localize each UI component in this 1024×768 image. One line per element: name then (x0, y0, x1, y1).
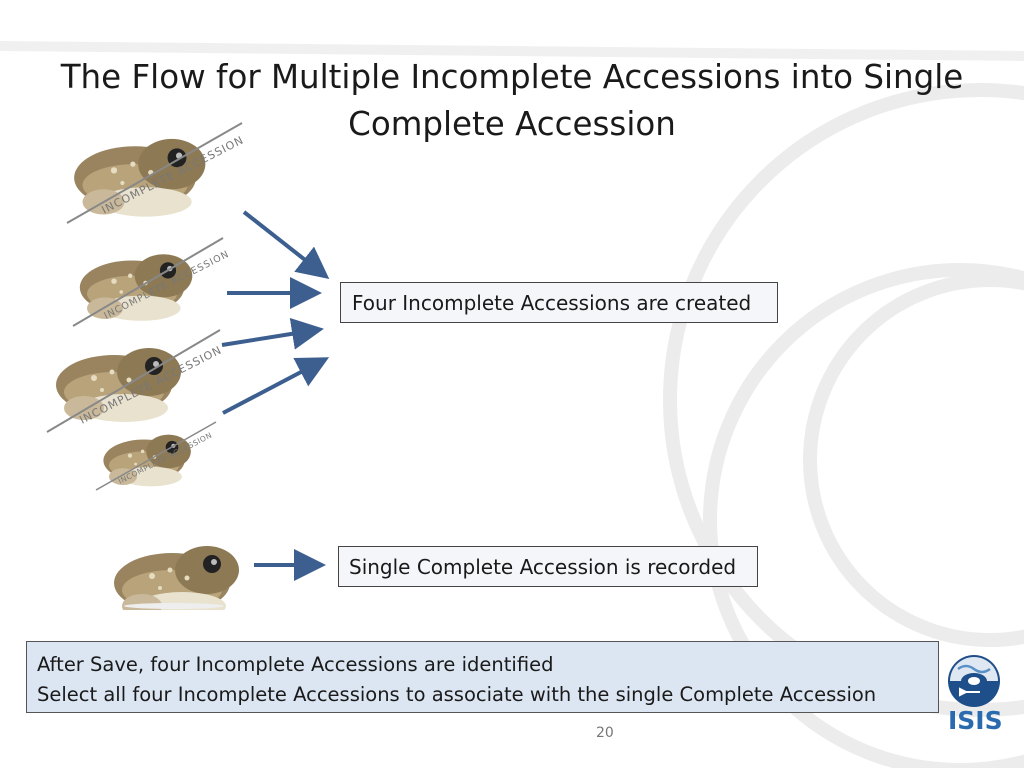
note-line-2: Select all four Incomplete Accessions to… (37, 683, 877, 706)
title-line-2: Complete Accession (348, 105, 676, 143)
complete-frog (114, 546, 239, 610)
incomplete-accessions-box: Four Incomplete Accessions are created (340, 282, 778, 323)
arrow-4 (222, 357, 330, 415)
incomplete-frog-4: INCOMPLETE ACCESSION (95, 421, 217, 491)
logo-text: ISIS (948, 706, 1003, 735)
page-number: 20 (596, 725, 614, 741)
title-line-1: The Flow for Multiple Incomplete Accessi… (60, 58, 964, 96)
arrow-1 (242, 210, 330, 279)
slide-title: The Flow for Multiple Incomplete Accessi… (40, 54, 984, 148)
arrow-3 (221, 317, 324, 350)
incomplete-frog-2: INCOMPLETE ACCESSION (72, 237, 228, 327)
note-line-1: After Save, four Incomplete Accessions a… (37, 653, 554, 676)
incomplete-frog-1: INCOMPLETE ACCESSION (66, 122, 246, 224)
complete-accession-box: Single Complete Accession is recorded (338, 546, 758, 587)
isis-logo-icon (948, 655, 1000, 707)
instruction-note: After Save, four Incomplete Accessions a… (26, 641, 939, 713)
incomplete-frog-3: INCOMPLETE ACCESSION (46, 329, 224, 433)
